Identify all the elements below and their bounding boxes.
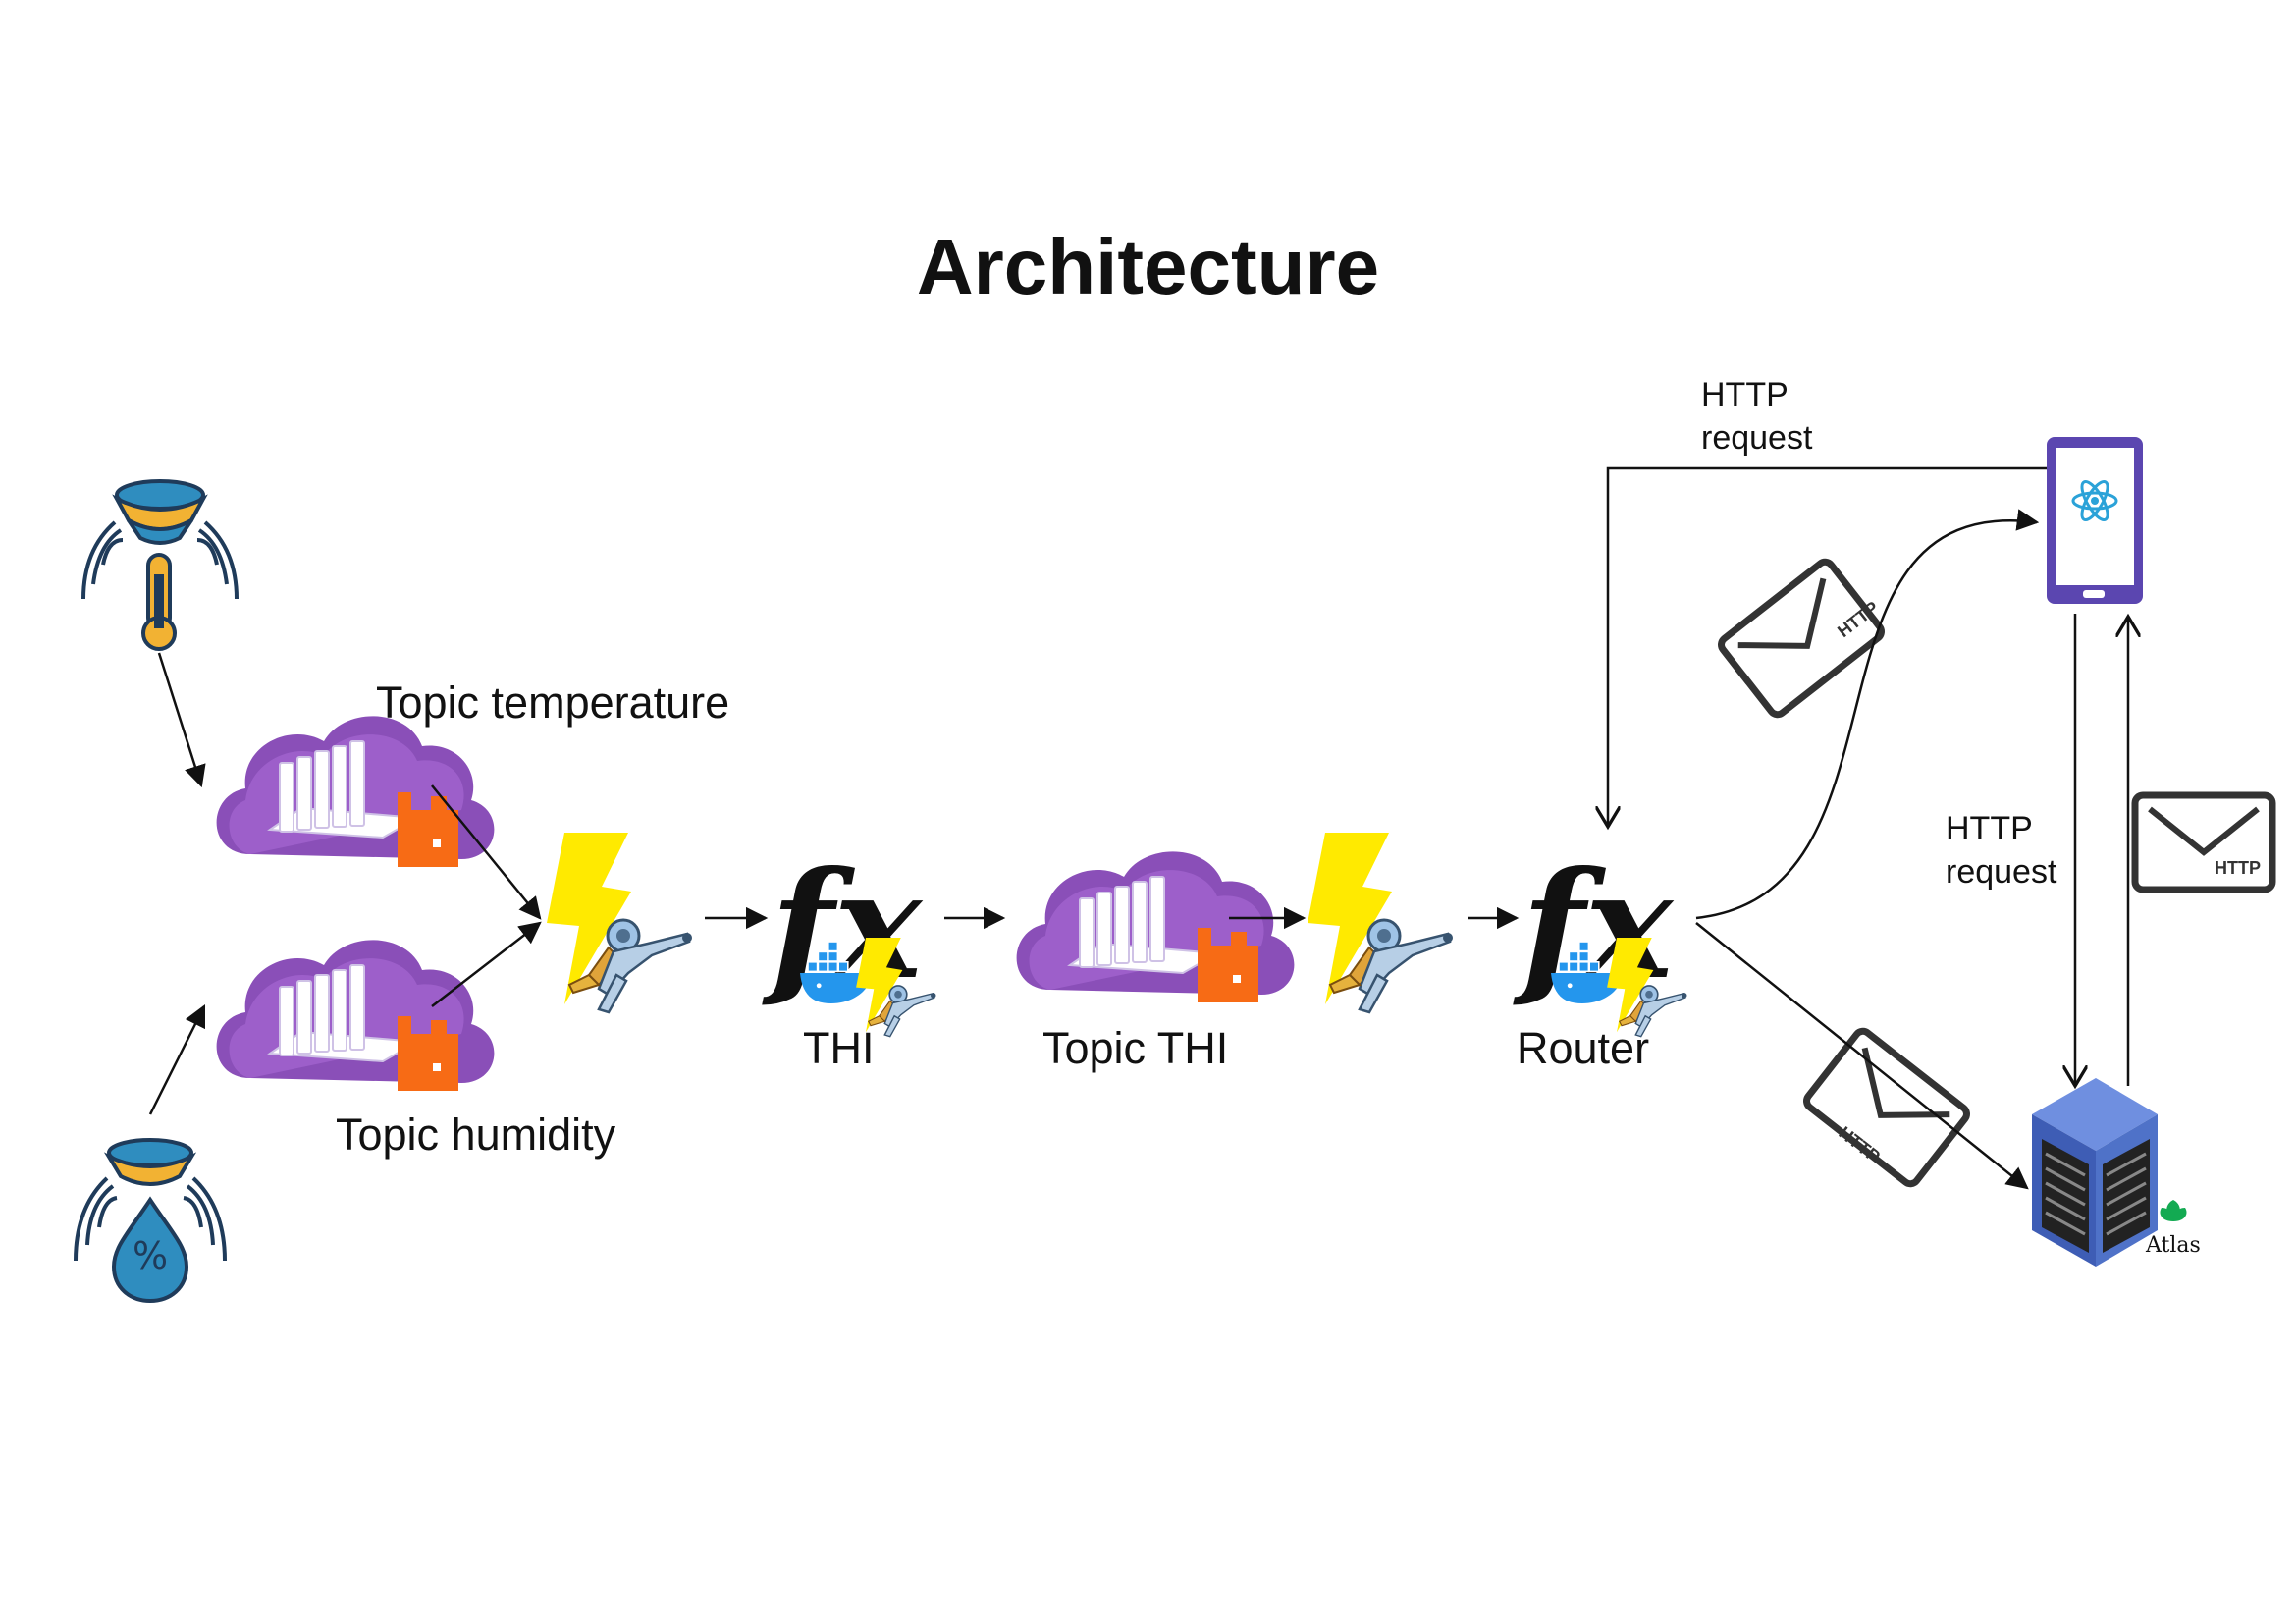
arrow-router-to-phone [1695,509,2040,920]
label-http-request-top-line2: request [1701,419,1813,457]
label-topic-humidity: Topic humidity [336,1109,616,1160]
http-envelope-icon-3: HTTP [2135,795,2272,890]
humidity-sensor-icon [74,1138,227,1304]
label-http-request-top-line1: HTTP [1701,376,1789,413]
atlas-leaf-icon [2160,1200,2187,1221]
arrow-router-to-server [1695,922,2029,1190]
database-server-icon [2032,1078,2158,1267]
humidity-percent-symbol: % [133,1234,168,1277]
http-envelope-icon-1: HTTP [1718,559,1884,718]
label-thi: THI [803,1023,875,1073]
topic-thi-cloud-icon [1015,850,1296,1003]
router-function-icon: fx [1513,839,1688,1038]
temperature-sensor-icon [81,479,239,651]
trigger-connector-icon-1 [545,831,694,1014]
topic-humidity-cloud-icon [215,939,496,1092]
arrow-temp-topic-to-trigger [431,784,542,920]
arrow-temp-sensor-to-topic [157,652,206,788]
diagram-title: Architecture [916,223,1380,310]
thi-function-icon: fx [762,839,937,1038]
http-envelope-icon-2: HTTP [1803,1028,1969,1187]
label-atlas: Atlas [2146,1233,2201,1258]
flow-arrows [148,466,2128,1190]
topic-temperature-cloud-icon [215,715,496,868]
http-badge-3: HTTP [2215,858,2261,878]
label-router: Router [1517,1023,1650,1073]
label-topic-temperature: Topic temperature [376,677,730,728]
arrow-humidity-sensor-to-topic [148,1003,206,1115]
mobile-app-react-icon [2047,437,2143,604]
label-topic-thi: Topic THI [1042,1023,1229,1073]
trigger-connector-icon-2 [1306,831,1455,1014]
label-http-request-mid-line1: HTTP [1946,810,2033,847]
arrow-humidity-topic-to-trigger [431,921,542,1007]
arrow-phone-to-router-http-request [1608,466,2047,827]
label-http-request-mid-line2: request [1946,853,2057,891]
